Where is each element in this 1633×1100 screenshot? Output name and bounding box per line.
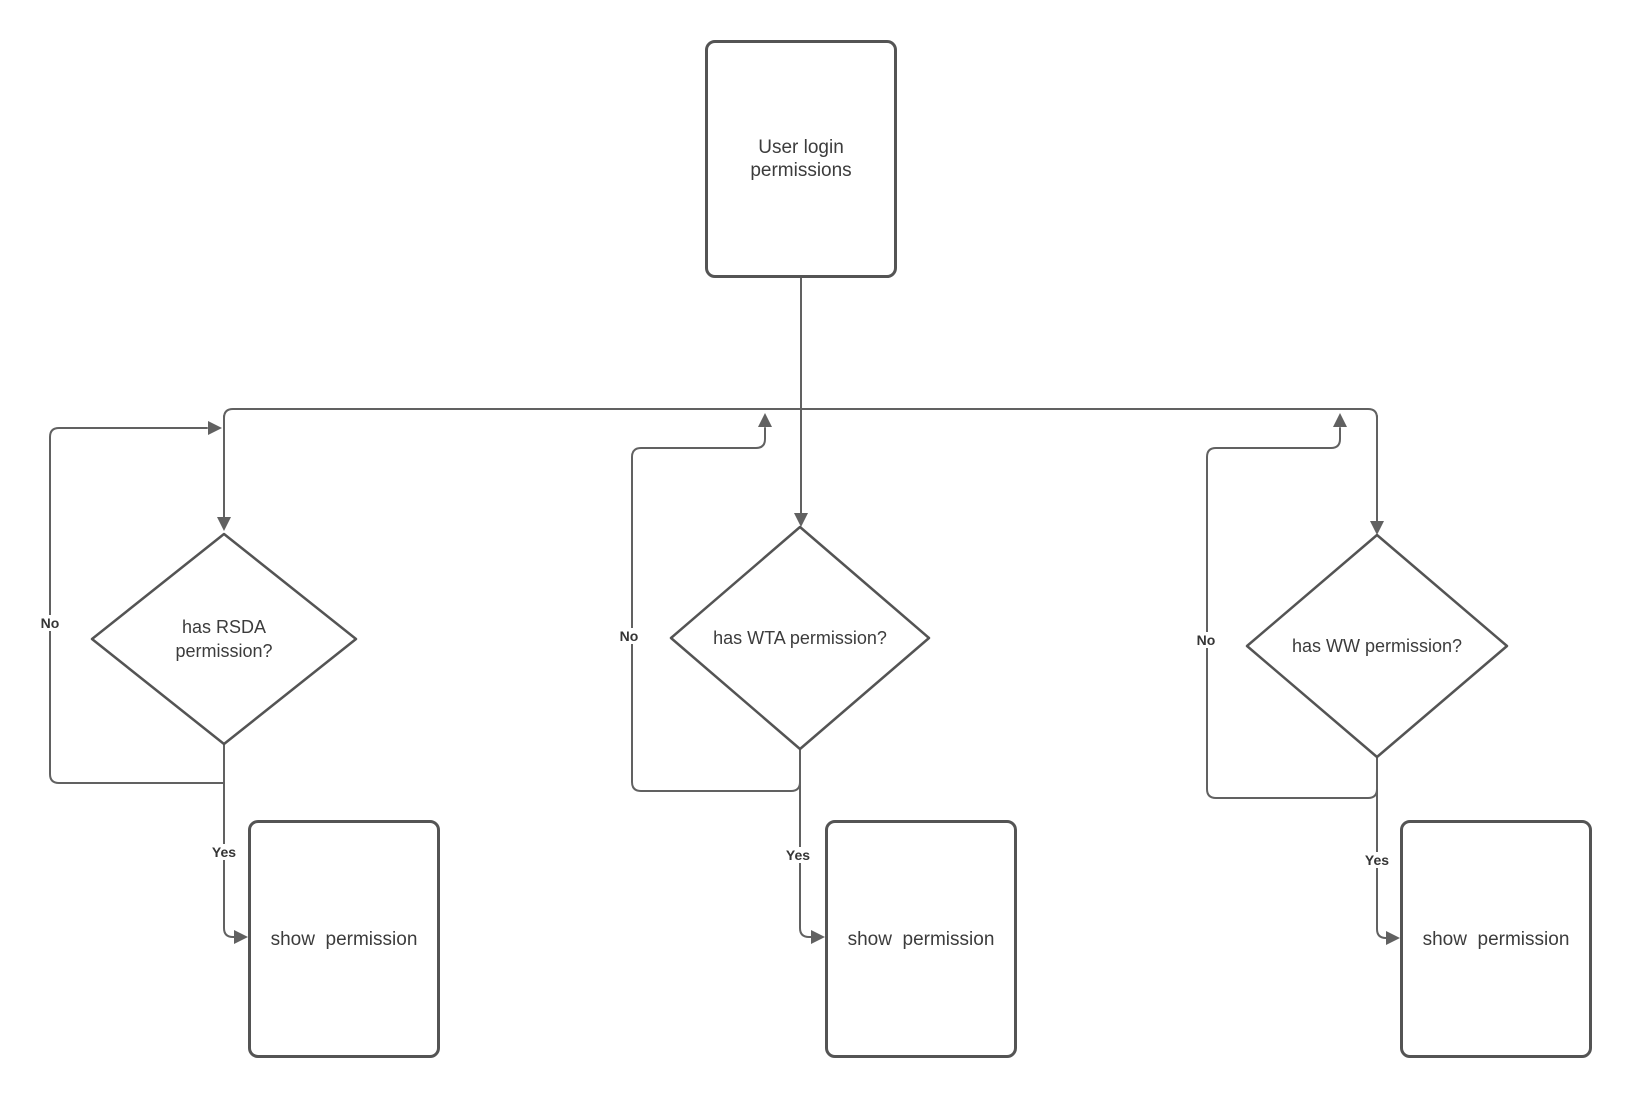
edge-rsda-yes <box>223 743 235 938</box>
node-result-ww: show permission <box>1400 820 1592 1058</box>
edge-label-no-rsda: No <box>37 615 63 631</box>
arrowhead-wta-no <box>758 413 772 427</box>
arrowhead-ww-yes <box>1386 931 1400 945</box>
arrowhead-into-ww <box>1370 521 1384 535</box>
arrowhead-ww-no <box>1333 413 1347 427</box>
node-result-ww-label: show permission <box>1422 928 1570 950</box>
decision-rsda-label: has RSDA permission? <box>175 617 273 661</box>
node-result-rsda: show permission <box>248 820 440 1058</box>
node-result-rsda-label: show permission <box>270 928 418 950</box>
decision-wta-shape <box>669 525 931 751</box>
edge-ww-no-loop <box>1206 427 1378 799</box>
edge-split-horizontal <box>223 408 1378 419</box>
edge-wta-yes <box>799 748 812 938</box>
edge-rsda-no-loop <box>49 427 225 784</box>
decision-rsda-shape <box>90 532 358 746</box>
decision-wta-label: has WTA permission? <box>713 628 887 648</box>
decision-ww-label: has WW permission? <box>1291 636 1463 656</box>
arrowhead-into-wta <box>794 513 808 527</box>
decision-ww-shape <box>1245 533 1509 759</box>
arrowhead-rsda-no <box>208 421 222 435</box>
node-start: User login permissions <box>705 40 897 278</box>
arrowhead-wta-yes <box>811 930 825 944</box>
edge-label-yes-wta: Yes <box>782 847 814 863</box>
edge-label-yes-ww: Yes <box>1361 852 1393 868</box>
arrowhead-into-rsda <box>217 517 231 531</box>
node-start-label: User login permissions <box>750 137 852 181</box>
edge-wta-no-loop <box>631 427 801 792</box>
arrowhead-rsda-yes <box>234 930 248 944</box>
edge-label-no-ww: No <box>1193 632 1219 648</box>
node-result-wta-label: show permission <box>847 928 995 950</box>
edge-label-no-wta: No <box>616 628 642 644</box>
edge-ww-yes <box>1376 756 1387 939</box>
node-result-wta: show permission <box>825 820 1017 1058</box>
edge-label-yes-rsda: Yes <box>208 844 240 860</box>
